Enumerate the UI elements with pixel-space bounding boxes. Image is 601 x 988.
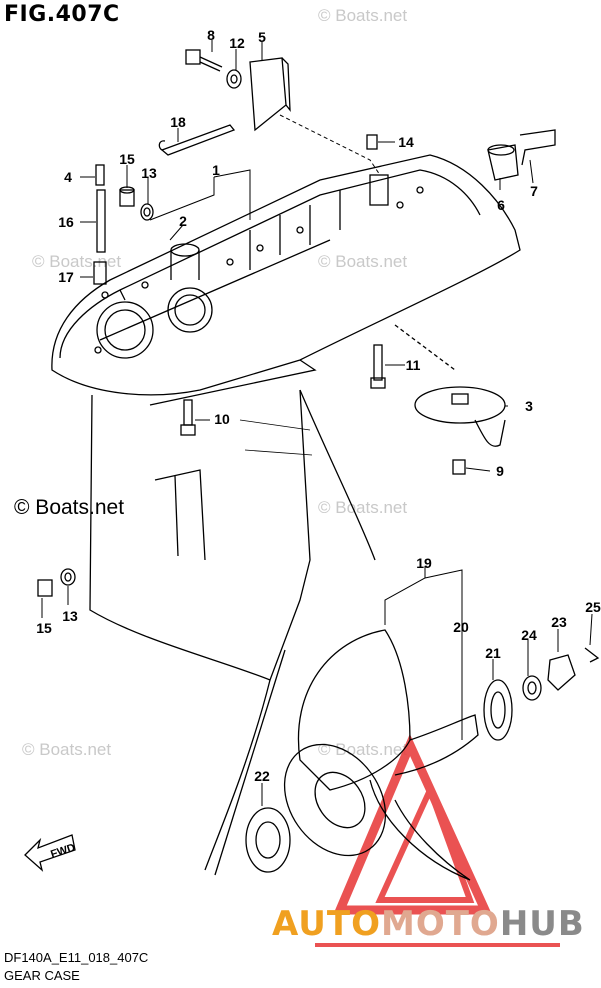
figure-title: FIG.407C (4, 2, 120, 27)
watermark-left-upper: © Boats.net (32, 252, 122, 271)
leader-lines (41, 40, 593, 806)
callout-13-upper: 13 (141, 165, 157, 181)
callout-15-lower: 15 (36, 620, 52, 636)
callout-5: 5 (258, 29, 266, 45)
callout-8: 8 (207, 27, 215, 43)
watermark-right-middle: © Boats.net (318, 498, 408, 517)
model-code: DF140A_E11_018_407C (4, 950, 149, 965)
spacer-22 (245, 807, 291, 873)
callout-6: 6 (497, 197, 505, 213)
callout-14: 14 (398, 134, 414, 150)
callout-2: 2 (179, 213, 187, 229)
seal-6 (487, 144, 519, 181)
brand-logo-text: AUTOMOTOHUB (272, 904, 585, 944)
callout-20: 20 (453, 619, 469, 635)
washer-12 (226, 69, 242, 89)
brand-moto: MOTO (380, 904, 500, 944)
bolt-8 (185, 49, 223, 72)
callout-7: 7 (530, 183, 538, 199)
guide-18 (158, 124, 236, 156)
brand-auto: AUTO (272, 904, 381, 944)
bolt-10 (180, 399, 196, 436)
callout-23: 23 (551, 614, 567, 630)
cover-5 (249, 57, 291, 132)
watermark-left-lower: © Boats.net (22, 740, 112, 759)
fwd-arrow-icon (24, 834, 76, 872)
callout-10: 10 (214, 411, 230, 427)
bracket-7 (519, 129, 556, 166)
callout-18: 18 (170, 114, 186, 130)
callout-17: 17 (58, 269, 74, 285)
bolt-11 (370, 344, 386, 389)
brand-hub: HUB (499, 904, 585, 944)
callout-1: 1 (212, 162, 220, 178)
propeller (283, 629, 479, 881)
stud-4 (95, 164, 105, 186)
plug-15-upper (119, 186, 135, 207)
callout-25: 25 (585, 599, 601, 615)
callout-21: 21 (485, 645, 501, 661)
washer-24 (522, 675, 542, 701)
pin-14 (366, 134, 378, 150)
figure-caption: GEAR CASE (4, 968, 80, 983)
gasket-13-upper (140, 203, 154, 221)
plug-15-lower (37, 579, 53, 597)
watermark-right-lower: © Boats.net (318, 740, 408, 759)
callout-24: 24 (521, 627, 537, 643)
watermark-top: © Boats.net (318, 6, 408, 25)
nut-23 (547, 654, 576, 691)
callout-12: 12 (229, 35, 245, 51)
brand-triangle-logo (315, 733, 560, 947)
stud-17 (93, 261, 107, 285)
callout-19: 19 (416, 555, 432, 571)
gear-case-lower-body (89, 389, 376, 876)
gear-case-housing (51, 154, 521, 406)
cotter-pin-25 (584, 647, 600, 663)
callout-9: 9 (496, 463, 504, 479)
bolt-9 (452, 459, 466, 475)
callout-22: 22 (254, 768, 270, 784)
callout-13-lower: 13 (62, 608, 78, 624)
watermark-right-upper: © Boats.net (318, 252, 408, 271)
pipe-16 (96, 189, 106, 253)
callout-15-upper: 15 (119, 151, 135, 167)
fwd-label: FWD (49, 842, 77, 861)
trim-tab-anode (394, 324, 506, 447)
thrust-washer-21 (483, 679, 513, 741)
callout-16: 16 (58, 214, 74, 230)
watermark-main: © Boats.net (14, 496, 125, 519)
callout-4: 4 (64, 169, 72, 185)
gasket-13-lower (60, 568, 76, 586)
callout-11: 11 (406, 357, 421, 373)
callout-3: 3 (525, 398, 533, 414)
